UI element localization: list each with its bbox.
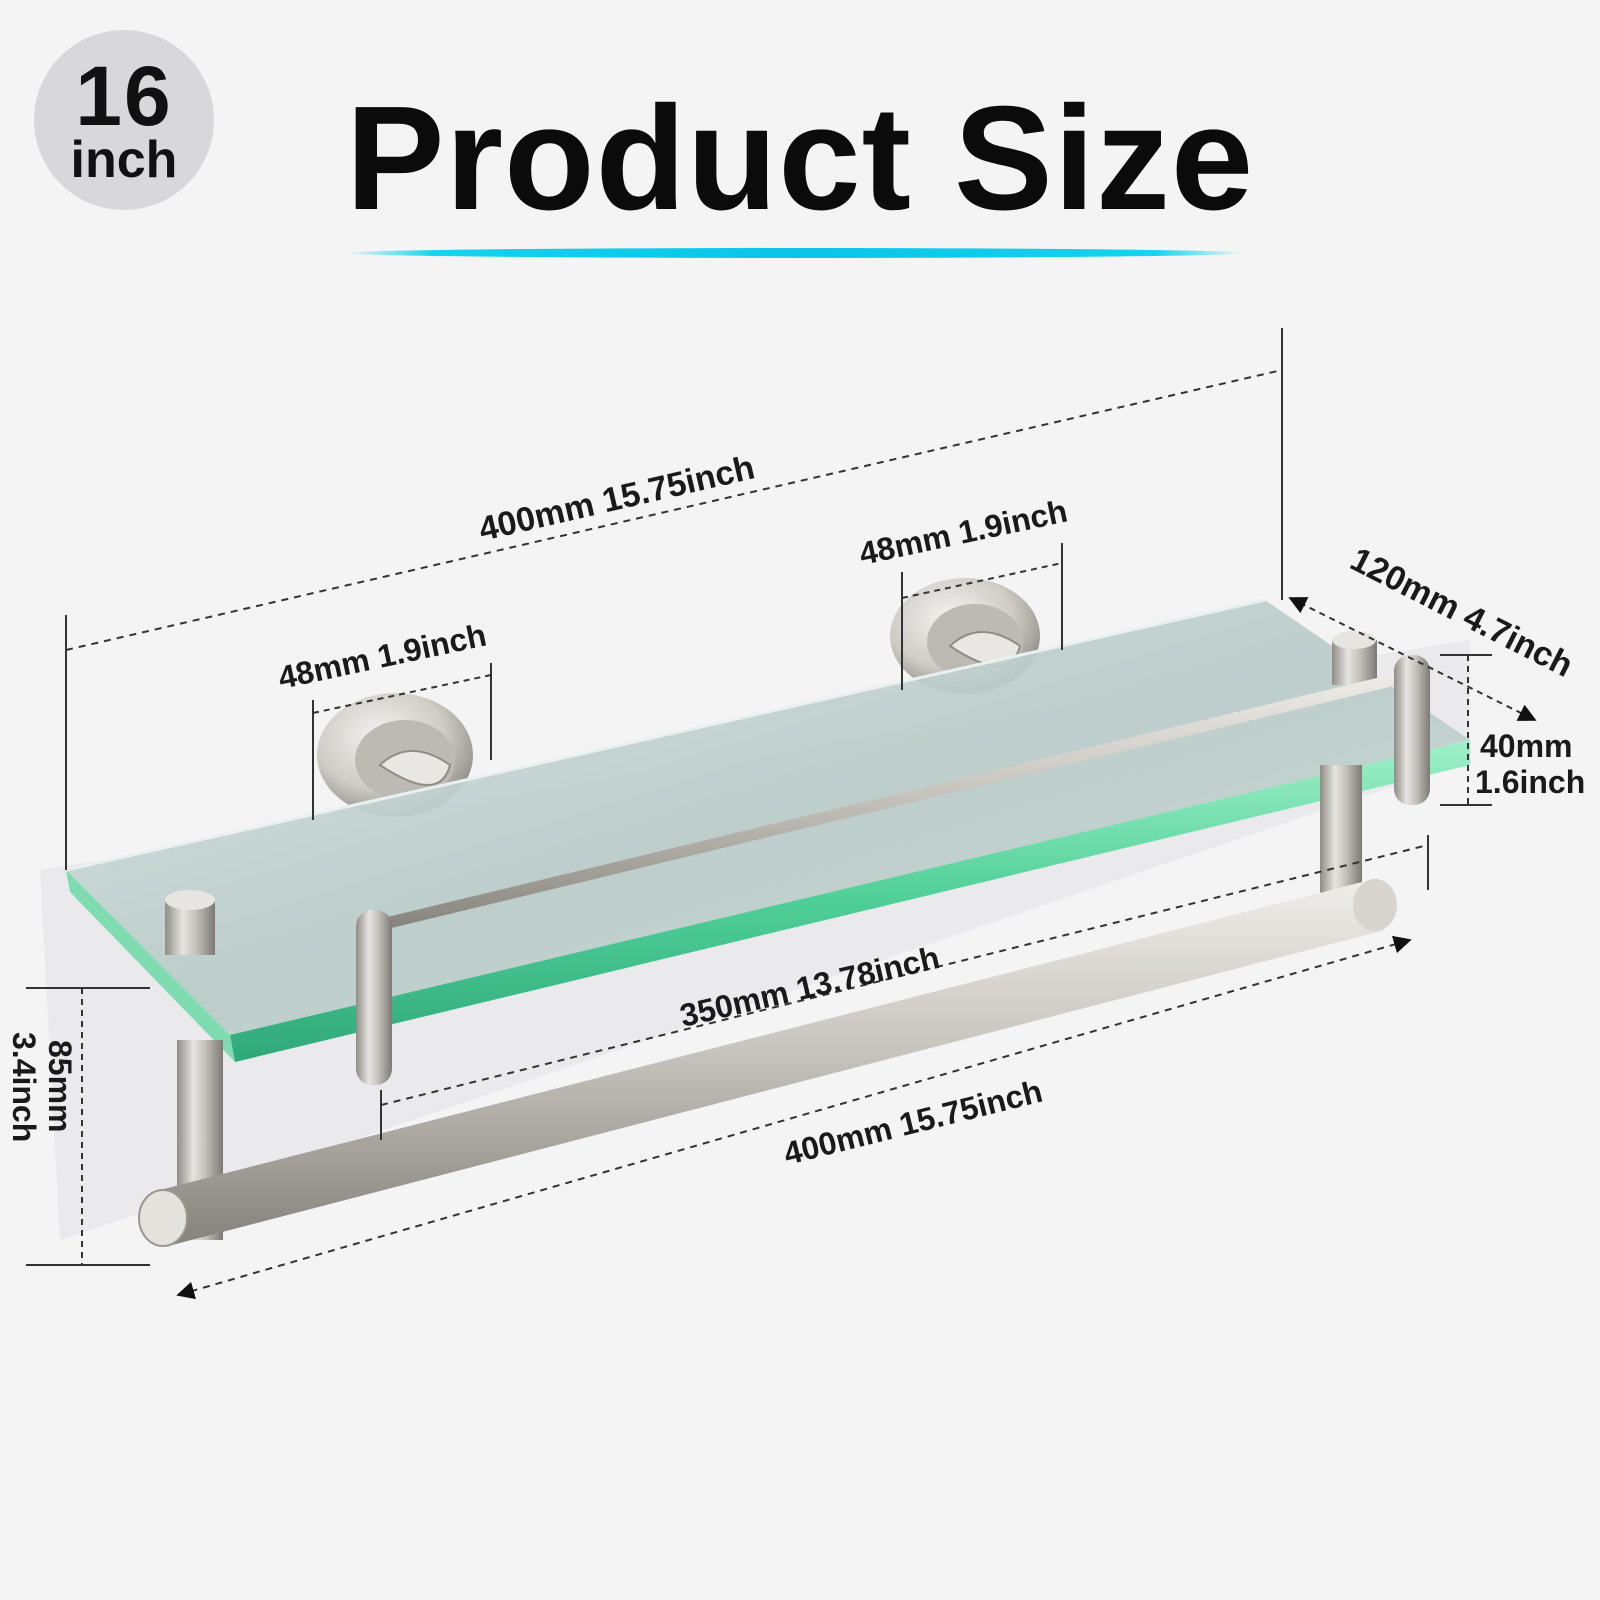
size-badge: 16 inch <box>34 30 214 210</box>
dimension-lines <box>26 328 1537 1300</box>
right-mount-width-label: 48mm 1.9inch <box>856 493 1071 572</box>
left-mount-width-label: 48mm 1.9inch <box>275 617 490 696</box>
bar-length-label: 400mm 15.75inch <box>780 1073 1046 1172</box>
glass-clamp-back-right <box>1332 631 1377 685</box>
rail-height-mm-label: 40mm <box>1480 728 1573 764</box>
glass-clamp-front-left <box>165 890 215 955</box>
total-height-in-label: 3.4inch <box>6 1032 42 1142</box>
title-underline <box>345 248 1245 258</box>
rail-height-in-label: 1.6inch <box>1475 764 1585 800</box>
page-title: Product Size <box>345 76 1255 241</box>
overall-width-label: 400mm 15.75inch <box>475 448 758 548</box>
badge-unit: inch <box>70 131 178 189</box>
badge-number: 16 <box>75 49 173 143</box>
total-height-mm-label: 85mm <box>42 1040 78 1133</box>
